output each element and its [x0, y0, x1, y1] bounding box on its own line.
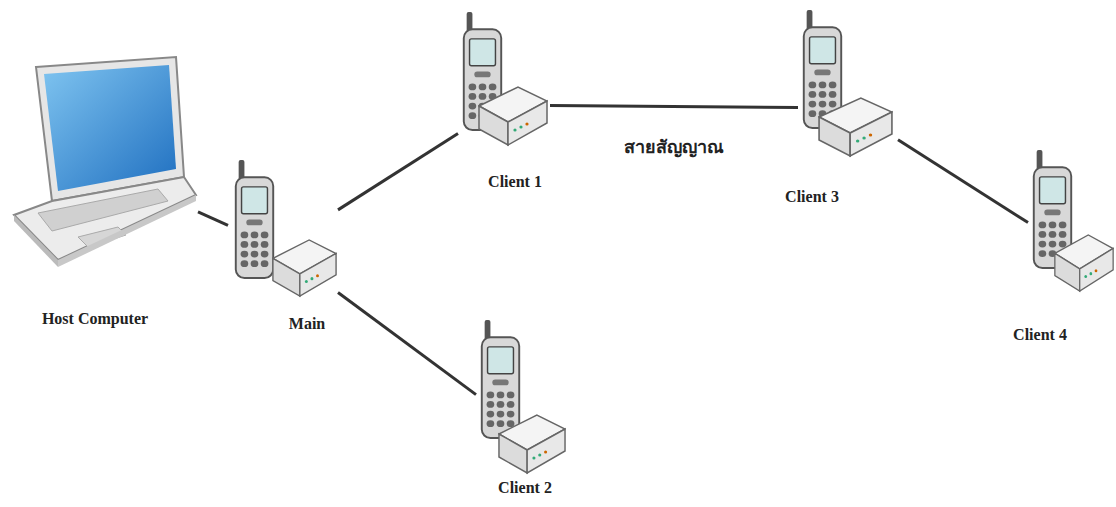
device-icon [8, 55, 198, 270]
host-computer: Host Computer [8, 55, 198, 270]
signal-cable [338, 292, 476, 394]
network-device: Client 2 [476, 318, 568, 478]
device-icon [476, 318, 568, 478]
signal-cable [898, 140, 1028, 223]
device-label: Client 3 [785, 188, 839, 206]
device-icon [1028, 148, 1114, 303]
network-device: Client 1 [458, 10, 550, 152]
device-icon [228, 158, 338, 303]
network-device: Client 3 [798, 8, 898, 163]
network-device: Client 4 [1028, 148, 1114, 303]
network-device: Main [228, 158, 338, 303]
device-label: Client 2 [498, 479, 552, 497]
device-label: Host Computer [42, 310, 148, 328]
signal-cable [550, 105, 798, 107]
signal-cable [338, 134, 458, 210]
device-label: Client 4 [1013, 326, 1067, 344]
device-icon [458, 10, 550, 152]
edge-label: สายสัญญาณ [621, 132, 727, 161]
signal-cable [198, 212, 228, 226]
device-icon [798, 8, 898, 163]
device-label: Main [289, 315, 325, 333]
device-label: Client 1 [488, 173, 542, 191]
